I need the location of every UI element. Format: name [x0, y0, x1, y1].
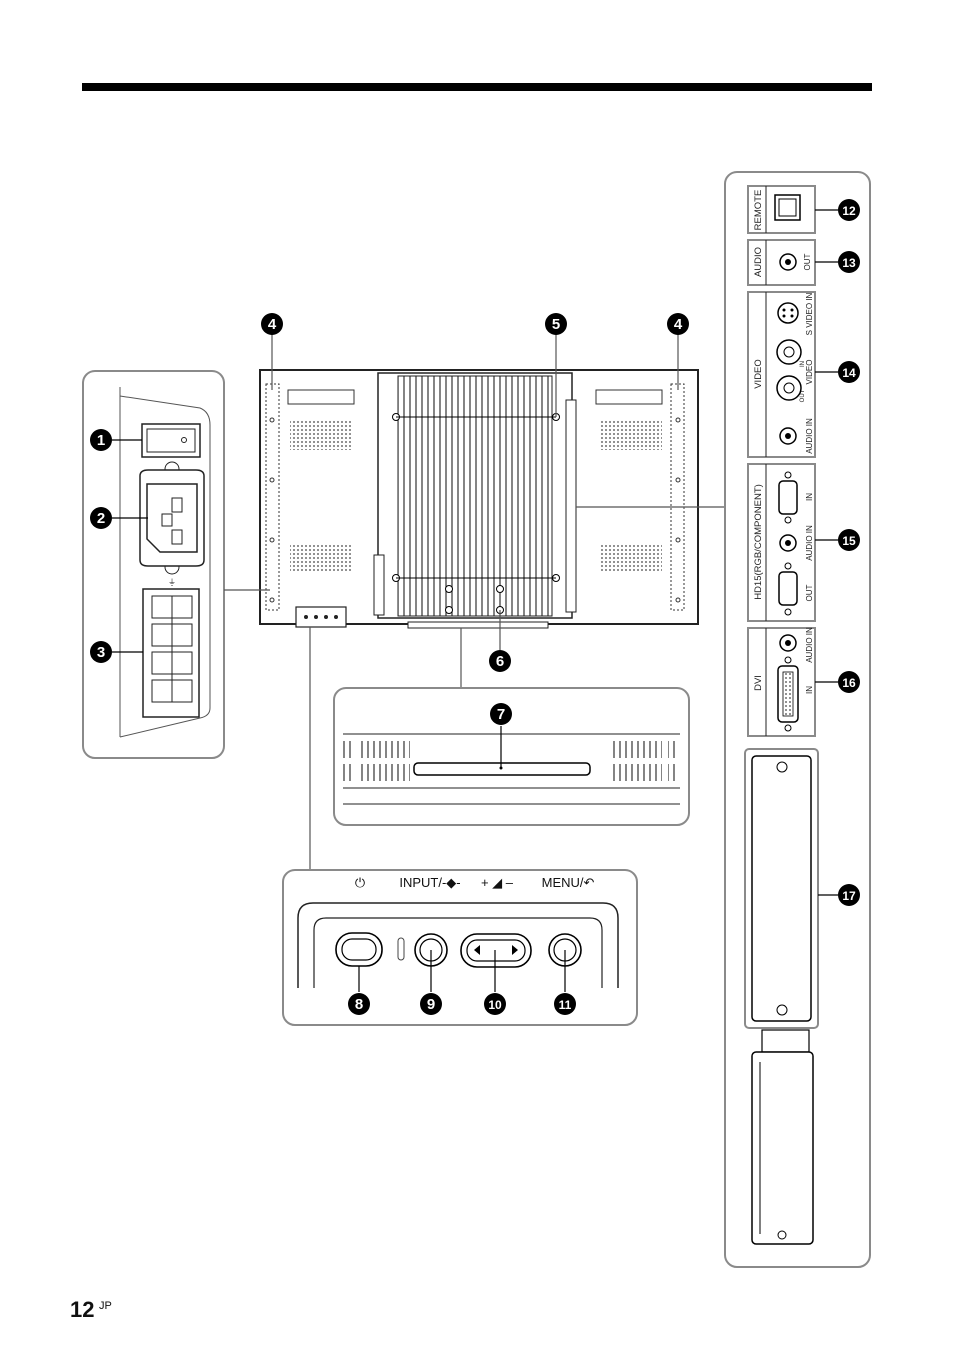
- svg-text:1: 1: [97, 432, 105, 449]
- hd15-audio-in-jack[interactable]: [779, 534, 797, 552]
- remote-jack[interactable]: [774, 194, 801, 221]
- callout-9: 9: [420, 993, 442, 1015]
- callout-5: 5: [545, 313, 567, 335]
- video-audio-in-jack[interactable]: [779, 427, 797, 445]
- svg-text:10: 10: [488, 998, 502, 1012]
- s-video-in-jack[interactable]: [777, 302, 799, 324]
- dvi-label: DVI: [753, 675, 764, 691]
- callout-4-left: 4: [261, 313, 283, 335]
- callout-badges: 1 2 3 4 5 4 6 7 8 9 10 11 12 13 14 15 16…: [90, 199, 860, 1015]
- svg-text:6: 6: [496, 653, 504, 670]
- power-switch[interactable]: [141, 423, 201, 458]
- power-button[interactable]: [335, 932, 383, 967]
- hd15-in-port[interactable]: [778, 471, 798, 524]
- page-number: 12: [70, 1297, 95, 1322]
- callout-7: 7: [490, 703, 512, 725]
- callout-4-right: 4: [667, 313, 689, 335]
- option-slot-detail: [333, 687, 690, 826]
- callout-8: 8: [348, 993, 370, 1015]
- callout-12: 12: [838, 199, 860, 221]
- input-label: INPUT/-◆-: [399, 875, 460, 890]
- menu-label: MENU/↶: [542, 875, 595, 890]
- audio-label: AUDIO: [753, 247, 764, 277]
- monitor-rear-view: [259, 369, 699, 629]
- svg-text:8: 8: [355, 996, 363, 1013]
- hd15-audio-in-label: AUDIO IN: [805, 525, 814, 561]
- svg-text:14: 14: [842, 366, 856, 380]
- svg-text:2: 2: [97, 510, 105, 527]
- video-in-jack[interactable]: [776, 339, 802, 365]
- control-panel-detail: ⏻ INPUT/-◆- + ◢ – MENU/↶: [282, 869, 638, 1026]
- callout-1: 1: [90, 429, 112, 451]
- speaker-terminals: ⏚: [142, 578, 200, 718]
- svg-text:4: 4: [674, 316, 683, 333]
- callout-15: 15: [838, 529, 860, 551]
- ac-inlet: [139, 461, 205, 575]
- svg-text:⏚: ⏚: [168, 578, 176, 587]
- hd15-in-label: IN: [805, 493, 814, 501]
- svg-text:13: 13: [842, 256, 856, 270]
- option-slot-cover: [744, 748, 838, 1245]
- svg-text:11: 11: [559, 998, 572, 1012]
- callout-11: 11: [554, 993, 576, 1015]
- audio-out-jack[interactable]: [779, 253, 797, 271]
- audio-out-label: OUT: [803, 253, 812, 270]
- page-suffix: JP: [99, 1300, 112, 1312]
- dvi-audio-in-jack[interactable]: [779, 634, 797, 652]
- callout-16: 16: [838, 671, 860, 693]
- callout-13: 13: [838, 251, 860, 273]
- svg-text:12: 12: [842, 204, 856, 218]
- dvi-audio-in-label: AUDIO IN: [805, 627, 814, 663]
- callout-6: 6: [489, 650, 511, 672]
- svg-text:17: 17: [842, 889, 856, 903]
- dvi-in-label: IN: [805, 686, 814, 694]
- hd15-label: HD15(RGB/COMPONENT): [753, 484, 764, 600]
- connector-panel-detail: REMOTE AUDIO OUT VIDEO S VIDEO IN VIDEO …: [724, 171, 871, 1268]
- svg-text:7: 7: [497, 706, 505, 723]
- power-label: ⏻: [355, 875, 365, 890]
- hd15-out-label: OUT: [805, 584, 814, 601]
- video-out-jack[interactable]: [776, 375, 802, 401]
- video-in-label: IN: [800, 361, 806, 367]
- callout-10: 10: [484, 993, 506, 1015]
- top-rule: [82, 83, 872, 91]
- remote-label: REMOTE: [753, 190, 764, 231]
- svg-text:5: 5: [552, 316, 560, 333]
- video-sub-label: VIDEO: [805, 360, 814, 385]
- svg-text:4: 4: [268, 316, 277, 333]
- callout-14: 14: [838, 361, 860, 383]
- volume-rocker-button[interactable]: [460, 933, 532, 968]
- leader-lines: [224, 334, 724, 870]
- video-label: VIDEO: [753, 359, 764, 389]
- svg-text:15: 15: [842, 534, 856, 548]
- hd15-out-port[interactable]: [778, 562, 798, 616]
- power-indicator: [397, 937, 405, 961]
- svg-text:16: 16: [842, 676, 856, 690]
- callout-2: 2: [90, 507, 112, 529]
- video-out-label: OUT: [800, 389, 806, 402]
- video-audio-in-label: AUDIO IN: [805, 418, 814, 454]
- dvi-in-port[interactable]: [777, 656, 799, 732]
- callout-3: 3: [90, 641, 112, 663]
- volume-label: + ◢ –: [481, 875, 514, 890]
- svg-text:9: 9: [427, 996, 435, 1013]
- power-detail-panel: ⏚: [82, 370, 225, 759]
- svg-text:3: 3: [97, 644, 105, 661]
- callout-17: 17: [838, 884, 860, 906]
- s-video-in-label: S VIDEO IN: [805, 292, 814, 335]
